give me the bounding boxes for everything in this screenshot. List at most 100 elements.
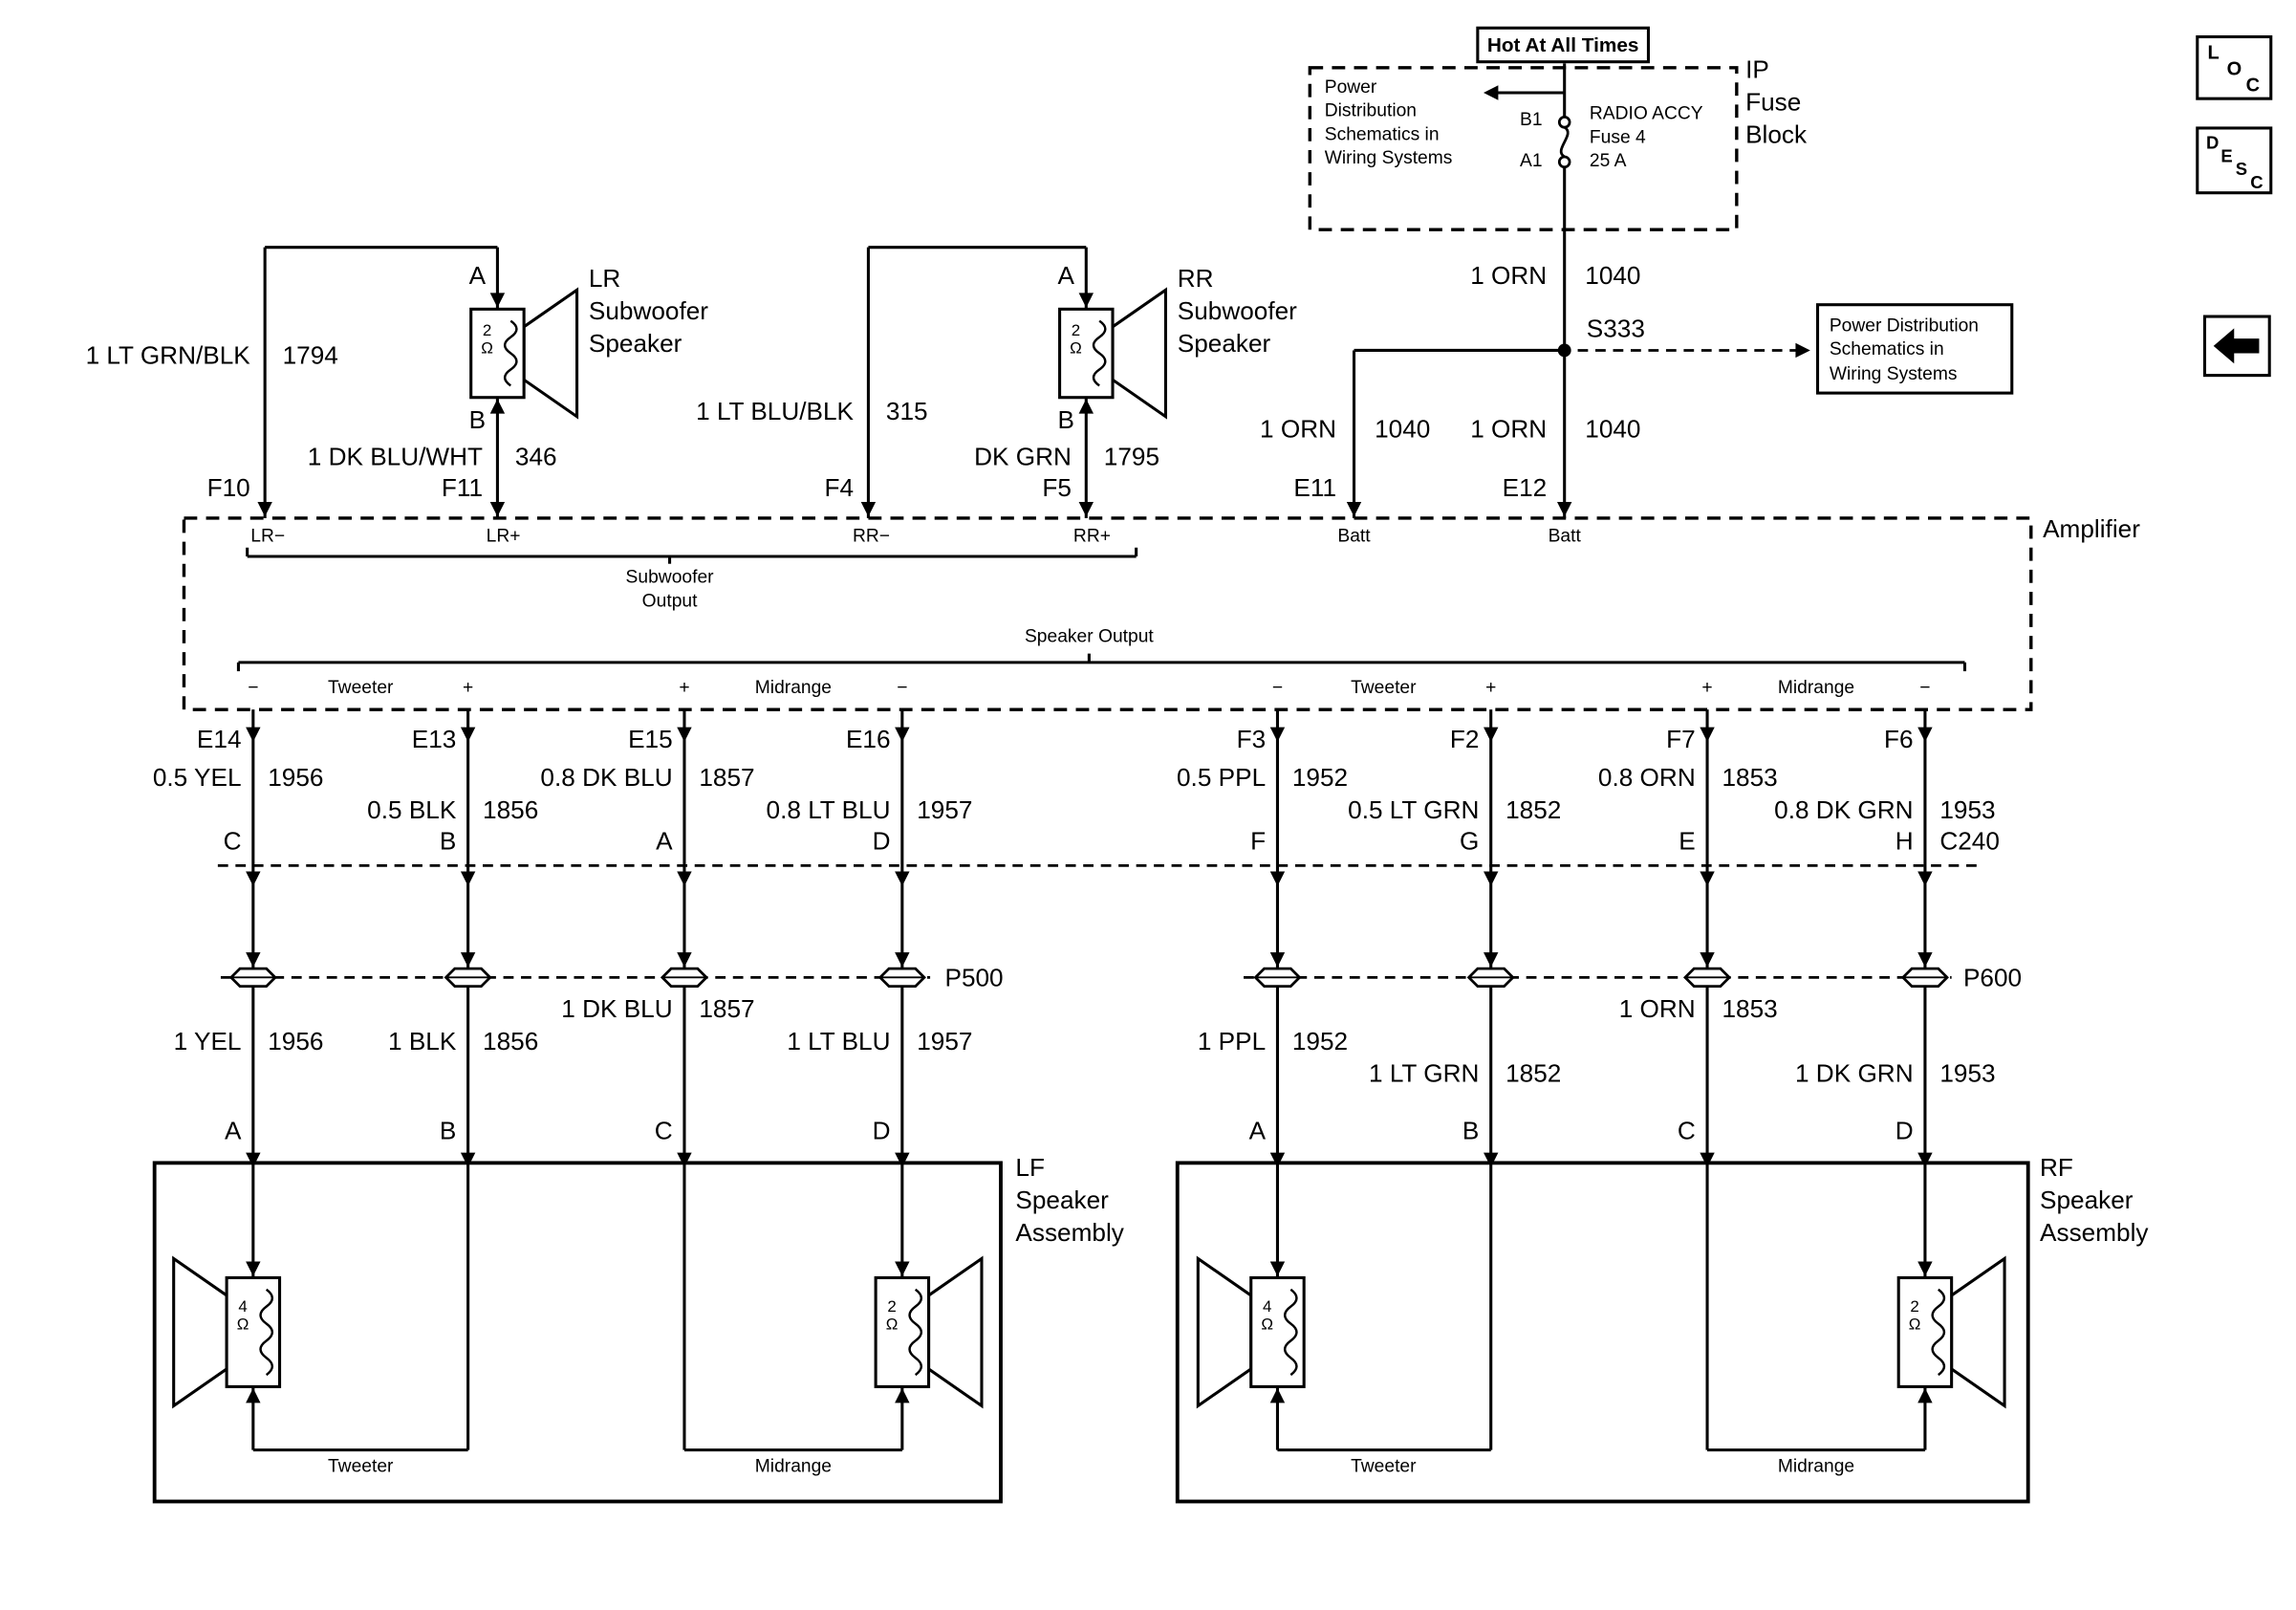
impedance-unit: Ω — [481, 340, 493, 359]
lf-assembly-outline — [152, 1161, 1003, 1504]
impedance-unit: Ω — [1908, 1316, 1921, 1335]
arrowhead-down — [246, 952, 261, 968]
ref-box-line: Wiring Systems — [1829, 362, 1958, 384]
arrowhead-down — [460, 1152, 476, 1167]
amp-pin-name: Batt — [1548, 525, 1581, 547]
loc-letter: C — [2245, 73, 2261, 97]
desc-letter: C — [2250, 172, 2264, 193]
speaker-pin-label: A — [225, 1117, 242, 1145]
arrowhead-down — [1917, 1152, 1933, 1167]
amp-pin-label: F3 — [1236, 726, 1267, 754]
speaker-terminal-label: B — [468, 405, 487, 435]
fuse-pin-a1: A1 — [1520, 150, 1543, 171]
back-arrow-button[interactable] — [2202, 315, 2271, 378]
driver-label: Tweeter — [1351, 1455, 1417, 1477]
driver-label: Midrange — [754, 1455, 833, 1477]
speaker-coil — [1931, 1288, 1946, 1377]
speaker-pin-label: D — [1895, 1117, 1914, 1145]
wire-circuit-number: 1853 — [1722, 764, 1778, 793]
wire-color-label: 1 ORN — [1618, 994, 1696, 1024]
wire-circuit-number: 1853 — [1722, 994, 1778, 1024]
speaker-pin-label: B — [1462, 1117, 1480, 1145]
desc-letter: S — [2235, 159, 2248, 180]
wire-circuit-number: 1795 — [1103, 443, 1160, 471]
speaker-body — [469, 307, 526, 400]
connector-label-p600: P600 — [1962, 964, 2023, 992]
wire-circuit-number: 1953 — [1939, 795, 1996, 825]
arrowhead-down — [257, 502, 272, 517]
assembly-name-line: LF — [1015, 1154, 1045, 1183]
fuse-note-line: Distribution — [1324, 99, 1418, 121]
fuse-name: RADIO ACCY — [1589, 102, 1703, 124]
fuse-terminal — [1557, 116, 1571, 129]
speaker-coil — [908, 1288, 923, 1377]
connector-pin-label: G — [1460, 827, 1480, 856]
arrowhead-right — [1795, 342, 1810, 359]
arrowhead-down — [895, 1152, 910, 1167]
wire-circuit-number: 1952 — [1291, 764, 1349, 793]
speaker-horn — [1111, 287, 1167, 420]
loc-icon[interactable]: L O C — [2196, 34, 2273, 100]
arrowhead-down — [860, 502, 877, 517]
channel-label: Tweeter — [327, 677, 394, 698]
channel-label: − — [897, 677, 908, 698]
speaker-name-line: Subwoofer — [1177, 297, 1297, 326]
impedance-value: 2 — [482, 322, 492, 340]
arrowhead-down — [1700, 871, 1715, 886]
wire-circuit-number: 1852 — [1505, 1059, 1562, 1088]
arrowhead-down — [1700, 1152, 1715, 1167]
amp-pin-name: RR+ — [1072, 525, 1111, 547]
loc-letter: L — [2207, 41, 2220, 64]
arrowhead-down — [1917, 952, 1933, 968]
speaker-impedance: 2 Ω — [886, 1298, 899, 1335]
speaker-horn — [522, 287, 579, 420]
wire-color-label: 1 YEL — [173, 1027, 242, 1055]
wire-color-label: 0.5 PPL — [1176, 764, 1267, 793]
channel-label: − — [1919, 677, 1931, 698]
arrowhead-down — [1700, 727, 1715, 743]
speaker-terminal-label: A — [468, 262, 487, 291]
wire-color-label: 1 LT GRN/BLK — [85, 341, 250, 370]
speaker-pin-label: B — [439, 1117, 457, 1145]
subwoofer-output-label: Subwoofer — [625, 566, 714, 588]
wire-color-label: 1 ORN — [1260, 415, 1337, 444]
speaker-coil — [1092, 319, 1107, 387]
wire-circuit-number: 1953 — [1939, 1059, 1996, 1088]
assembly-name-line: Assembly — [2040, 1218, 2149, 1248]
amp-pin-name: RR− — [852, 525, 891, 547]
speaker-horn — [1950, 1255, 2006, 1409]
speaker-name-line: LR — [588, 265, 621, 294]
arrowhead-down — [677, 871, 692, 886]
wire-color-label: 0.8 ORN — [1597, 764, 1696, 793]
speaker-pin-label: C — [1677, 1117, 1696, 1145]
speaker-name-line: Speaker — [1177, 329, 1271, 359]
loc-letter: O — [2226, 57, 2242, 80]
fuse-pin-b1: B1 — [1520, 108, 1543, 130]
arrowhead-up — [246, 1387, 261, 1403]
wire-color-label: 1 BLK — [387, 1027, 457, 1055]
arrowhead-down — [460, 727, 476, 743]
arrowhead-down — [246, 871, 261, 886]
desc-icon[interactable]: D E S C — [2196, 126, 2273, 195]
fuse-note-line: Power — [1324, 76, 1377, 98]
fuse-note-line: Wiring Systems — [1324, 146, 1453, 168]
speaker-name-line: RR — [1177, 265, 1214, 294]
amp-pin-label: E13 — [411, 726, 457, 754]
splice-dot — [1557, 343, 1571, 358]
impedance-value: 2 — [1071, 322, 1081, 340]
wire-circuit-number: 346 — [514, 443, 557, 471]
arrowhead-down — [489, 502, 506, 517]
arrowhead-down — [1557, 502, 1572, 517]
speaker-pin-label: D — [872, 1117, 891, 1145]
impedance-value: 2 — [887, 1298, 897, 1316]
connector-pin-label: C — [223, 827, 242, 856]
connector-pin-label: E — [1679, 827, 1696, 856]
amp-pin-label: F10 — [206, 473, 250, 503]
amp-pin-name: LR+ — [486, 525, 521, 547]
wire-circuit-number: 1857 — [699, 994, 755, 1024]
splice-label: S333 — [1586, 315, 1645, 343]
wire-color-label: 0.5 LT GRN — [1348, 795, 1480, 825]
amplifier-label: Amplifier — [2043, 514, 2140, 544]
arrowhead-up — [1078, 399, 1094, 414]
